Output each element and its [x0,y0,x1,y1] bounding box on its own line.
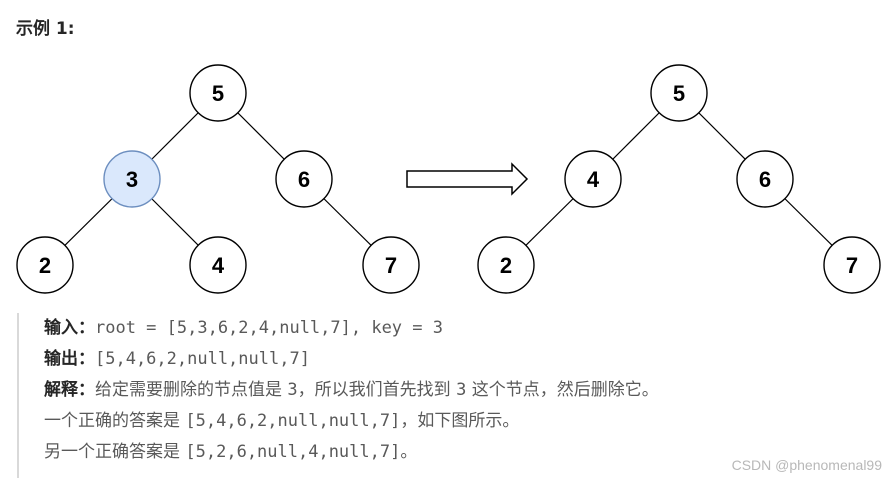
transform-arrow [406,162,529,196]
answer-2-text-b: 。 [400,442,418,462]
output-line: 输出：[5,4,6,2,null,null,7] [44,344,707,375]
before-node-circle-2 [16,236,74,294]
after-node-6: 6 [736,150,794,208]
before-node-3: 3 [103,150,161,208]
before-node-5: 5 [189,64,247,122]
answer-line-2: 另一个正确答案是 [5,2,6,null,4,null,7]。 [44,437,707,468]
answer-1-text-a: 一个正确的答案是 [44,411,186,431]
after-node-7: 7 [823,236,881,294]
explain-key: 3 [287,380,298,400]
after-node-2: 2 [477,236,535,294]
before-node-label-4: 4 [212,253,225,278]
input-value: root = [5,3,6,2,4,null,7], key = 3 [95,318,443,338]
output-label: 输出： [44,349,95,369]
explain-label: 解释： [44,380,95,400]
before-node-label-3: 3 [126,167,138,192]
after-node-circle-2 [477,236,535,294]
before-node-6: 6 [275,150,333,208]
before-node-label-7: 7 [385,253,397,278]
before-node-label-6: 6 [298,167,310,192]
explain-key-2: 3 [456,380,467,400]
bst-deletion-diagram: 5 3 6 2 4 7 5 4 6 2 7 [16,64,881,294]
explain-text-a: 给定需要删除的节点值是 [95,380,288,400]
before-node-2: 2 [16,236,74,294]
answer-line-1: 一个正确的答案是 [5,4,6,2,null,null,7]，如下图所示。 [44,406,707,437]
tree-nodes: 5 3 6 2 4 7 5 4 6 2 7 [16,64,881,294]
input-line: 输入：root = [5,3,6,2,4,null,7], key = 3 [44,313,707,344]
after-node-label-4: 4 [587,167,600,192]
before-node-7: 7 [362,236,420,294]
example-title: 示例 1: [16,19,75,39]
after-node-4: 4 [564,150,622,208]
after-node-circle-5 [650,64,708,122]
output-value: [5,4,6,2,null,null,7] [95,349,310,369]
after-node-label-5: 5 [673,81,685,106]
explain-text-b: ，所以我们首先找到 [297,380,457,400]
answer-2-value: [5,2,6,null,4,null,7] [185,442,401,462]
before-node-circle-6 [275,150,333,208]
after-node-circle-7 [823,236,881,294]
after-node-circle-4 [564,150,622,208]
example-explanation: 输入：root = [5,3,6,2,4,null,7], key = 3 输出… [17,313,707,478]
before-node-label-2: 2 [39,253,51,278]
answer-1-text-b: ，如下图所示。 [400,411,520,431]
explain-line: 解释：给定需要删除的节点值是 3，所以我们首先找到 3 这个节点，然后删除它。 [44,375,707,406]
right-arrow-icon [406,162,529,196]
after-node-label-6: 6 [759,167,771,192]
answer-1-value: [5,4,6,2,null,null,7] [185,411,401,431]
before-node-4: 4 [189,236,247,294]
after-node-label-7: 7 [846,253,858,278]
watermark: CSDN @phenomenal99 [731,457,882,473]
after-node-circle-6 [736,150,794,208]
before-node-circle-5 [189,64,247,122]
answer-2-text-a: 另一个正确答案是 [44,442,186,462]
before-node-circle-4 [189,236,247,294]
before-node-circle-3 [103,150,161,208]
input-label: 输入： [44,318,95,338]
after-node-label-2: 2 [500,253,512,278]
after-node-5: 5 [650,64,708,122]
before-node-circle-7 [362,236,420,294]
before-node-label-5: 5 [212,81,224,106]
explain-text-c: 这个节点，然后删除它。 [466,380,659,400]
